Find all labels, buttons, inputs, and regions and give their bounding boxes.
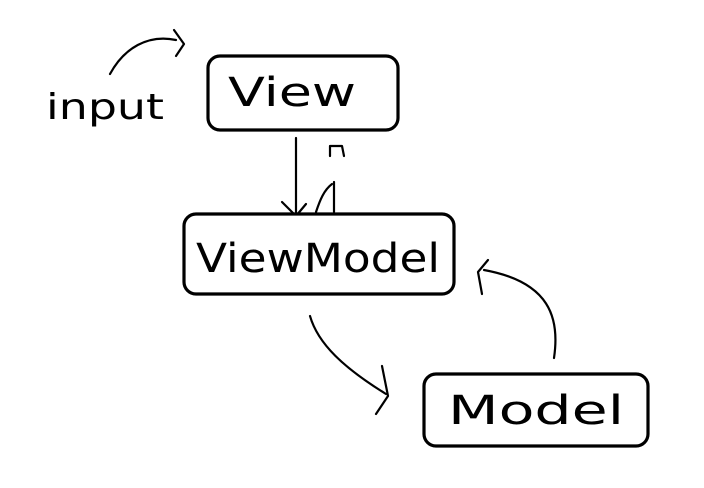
model-label: Model <box>448 388 624 434</box>
arrowhead-viewmodel-to-model <box>374 364 390 416</box>
arrow-model-to-viewmodel <box>482 268 557 360</box>
viewmodel-node: ViewModel <box>182 212 456 296</box>
view-node: View <box>206 54 400 132</box>
arrow-viewmodel-to-view-curl <box>314 182 334 214</box>
arrowhead-model-to-viewmodel <box>476 258 490 296</box>
view-label: View <box>228 70 356 116</box>
viewmodel-label: ViewModel <box>196 236 440 282</box>
arrow-viewmodel-to-model <box>308 314 388 396</box>
viewmodel-box <box>182 212 456 296</box>
arrow-input-to-view <box>108 37 178 76</box>
view-box <box>206 54 400 132</box>
arrowhead-viewmodel-to-view <box>328 144 346 158</box>
model-box <box>422 372 650 448</box>
arrowhead-input-to-view <box>172 28 186 58</box>
model-node: Model <box>422 372 650 448</box>
input-label: input <box>46 87 164 128</box>
